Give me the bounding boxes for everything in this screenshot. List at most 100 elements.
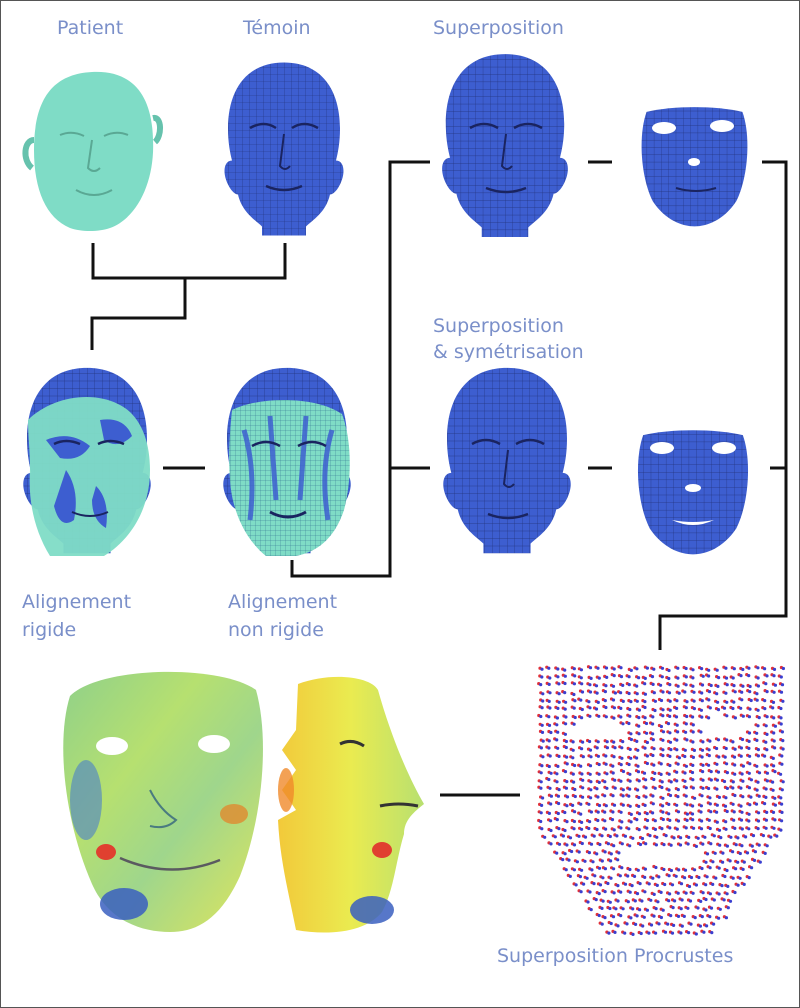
procrustes-point: [589, 810, 594, 814]
procrustes-point: [548, 786, 552, 790]
procrustes-point: [748, 684, 752, 689]
procrustes-point: [643, 705, 647, 710]
procrustes-point: [739, 804, 743, 808]
procrustes-point: [685, 700, 689, 704]
procrustes-point: [747, 666, 751, 670]
procrustes-point: [549, 842, 553, 846]
procrustes-point: [739, 818, 744, 822]
procrustes-point: [633, 874, 637, 879]
procrustes-point: [748, 762, 752, 766]
procrustes-point: [617, 851, 621, 855]
procrustes-point: [668, 793, 673, 798]
procrustes-point: [707, 754, 711, 758]
procrustes-point: [568, 836, 573, 840]
procrustes-point: [580, 827, 584, 831]
procrustes-point: [700, 699, 704, 703]
procrustes-point: [744, 835, 748, 839]
procrustes-point: [712, 898, 716, 902]
procrustes-point: [725, 700, 729, 704]
procrustes-point: [701, 842, 705, 846]
procrustes-point: [601, 899, 605, 903]
procrustes-point: [557, 754, 561, 759]
procrustes-point: [555, 780, 559, 784]
procrustes-point: [747, 715, 752, 719]
procrustes-point: [605, 786, 609, 790]
procrustes-point: [668, 818, 672, 823]
procrustes-point: [740, 737, 745, 742]
procrustes-point: [638, 908, 642, 912]
procrustes-point: [603, 794, 607, 798]
procrustes-point: [595, 787, 599, 791]
procrustes-point: [725, 809, 729, 814]
procrustes-point: [779, 675, 783, 679]
procrustes-point: [724, 746, 728, 751]
procrustes-point: [651, 682, 655, 687]
procrustes-point: [667, 772, 671, 776]
procrustes-point: [547, 682, 551, 687]
procrustes-point: [740, 827, 744, 831]
procrustes-point: [755, 692, 759, 696]
procrustes-point: [539, 811, 543, 815]
procrustes-point: [739, 754, 743, 758]
procrustes-point: [572, 692, 576, 697]
label-temoin: Témoin: [243, 17, 311, 39]
procrustes-point: [733, 690, 737, 694]
procrustes-point: [691, 668, 695, 672]
procrustes-point: [690, 812, 695, 816]
procrustes-point: [645, 818, 650, 823]
procrustes-point: [628, 804, 632, 808]
procrustes-point: [595, 746, 599, 750]
procrustes-point: [779, 828, 783, 832]
procrustes-point: [691, 804, 695, 808]
procrustes-point: [591, 860, 595, 864]
procrustes-point: [578, 875, 583, 879]
procrustes-point: [633, 899, 637, 903]
procrustes-point: [580, 682, 584, 686]
procrustes-point: [600, 834, 604, 838]
procrustes-point: [689, 922, 693, 926]
procrustes-point: [668, 763, 672, 768]
procrustes-point: [570, 849, 574, 854]
procrustes-point: [651, 753, 655, 758]
procrustes-point: [715, 810, 719, 814]
procrustes-point: [575, 860, 580, 864]
procrustes-point: [539, 771, 543, 775]
procrustes-point: [645, 908, 650, 912]
procrustes-point: [629, 916, 633, 920]
procrustes-point: [724, 796, 728, 800]
procrustes-point: [581, 740, 585, 744]
procrustes-point: [604, 827, 608, 831]
label-alignement-nonrigide-1: Alignement: [228, 591, 338, 613]
procrustes-point: [640, 899, 644, 903]
procrustes-point: [597, 676, 601, 680]
procrustes-point: [668, 731, 672, 735]
procrustes-point: [596, 740, 600, 744]
procrustes-point: [621, 803, 625, 807]
procrustes-point: [747, 827, 751, 831]
procrustes-point: [605, 772, 609, 776]
procrustes-point: [694, 932, 698, 936]
procrustes-point: [771, 756, 775, 761]
procrustes-point: [635, 684, 639, 688]
procrustes-point: [651, 802, 655, 806]
procrustes-point: [547, 715, 551, 719]
superposition-mask: [641, 107, 748, 227]
label-superposition: Superposition: [433, 17, 564, 39]
procrustes-point: [662, 867, 666, 872]
procrustes-point: [540, 730, 545, 735]
procrustes-point: [669, 914, 673, 918]
procrustes-point: [716, 700, 720, 704]
procrustes-point: [572, 706, 576, 710]
procrustes-point: [705, 852, 710, 856]
procrustes-point: [631, 907, 635, 911]
procrustes-point: [685, 803, 689, 807]
procrustes-point: [612, 740, 616, 744]
procrustes-point: [740, 844, 744, 848]
procrustes-point: [700, 683, 705, 687]
procrustes-point: [660, 666, 665, 670]
procrustes-point: [757, 716, 761, 720]
procrustes-point: [557, 788, 561, 792]
procrustes-point: [636, 770, 641, 774]
procrustes-point: [579, 890, 583, 894]
procrustes-point: [572, 843, 577, 847]
